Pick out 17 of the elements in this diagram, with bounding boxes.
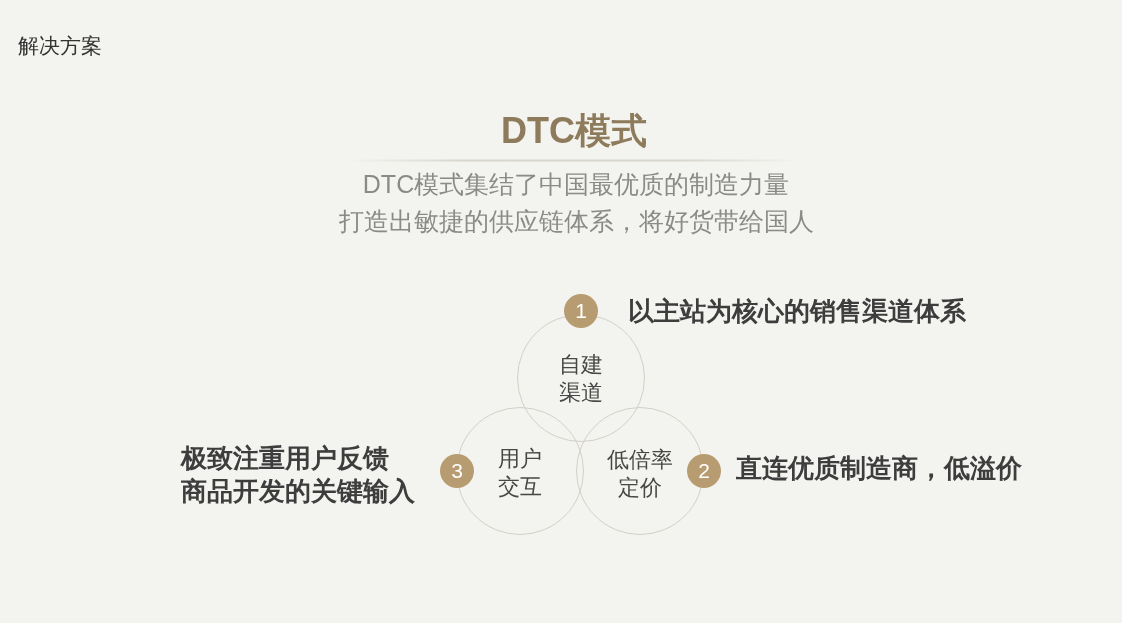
circle-label: 自建渠道 (558, 351, 604, 407)
circle-label: 用户交互 (497, 445, 543, 501)
description-text: 极致注重用户反馈 (181, 441, 389, 475)
number-badge (564, 294, 598, 328)
description-text: 商品开发的关键输入 (181, 474, 415, 508)
subtitle-text: DTC模式集结了中国最优质的制造力量 (362, 169, 790, 200)
step-number: 3 (451, 460, 463, 482)
description-text: 直连优质制造商，低溢价 (736, 451, 1022, 485)
number-badge (687, 454, 721, 488)
circle-label: 低倍率定价 (606, 446, 674, 502)
number-badge (440, 454, 474, 488)
description-text: 以主站为核心的销售渠道体系 (628, 294, 966, 328)
step-number: 2 (698, 460, 710, 482)
step-number: 1 (575, 300, 587, 322)
subtitle-text: 打造出敏捷的供应链体系，将好货带给国人 (338, 206, 814, 237)
section-heading: DTC模式 (501, 109, 647, 153)
slide-title: 解决方案 (18, 33, 102, 59)
